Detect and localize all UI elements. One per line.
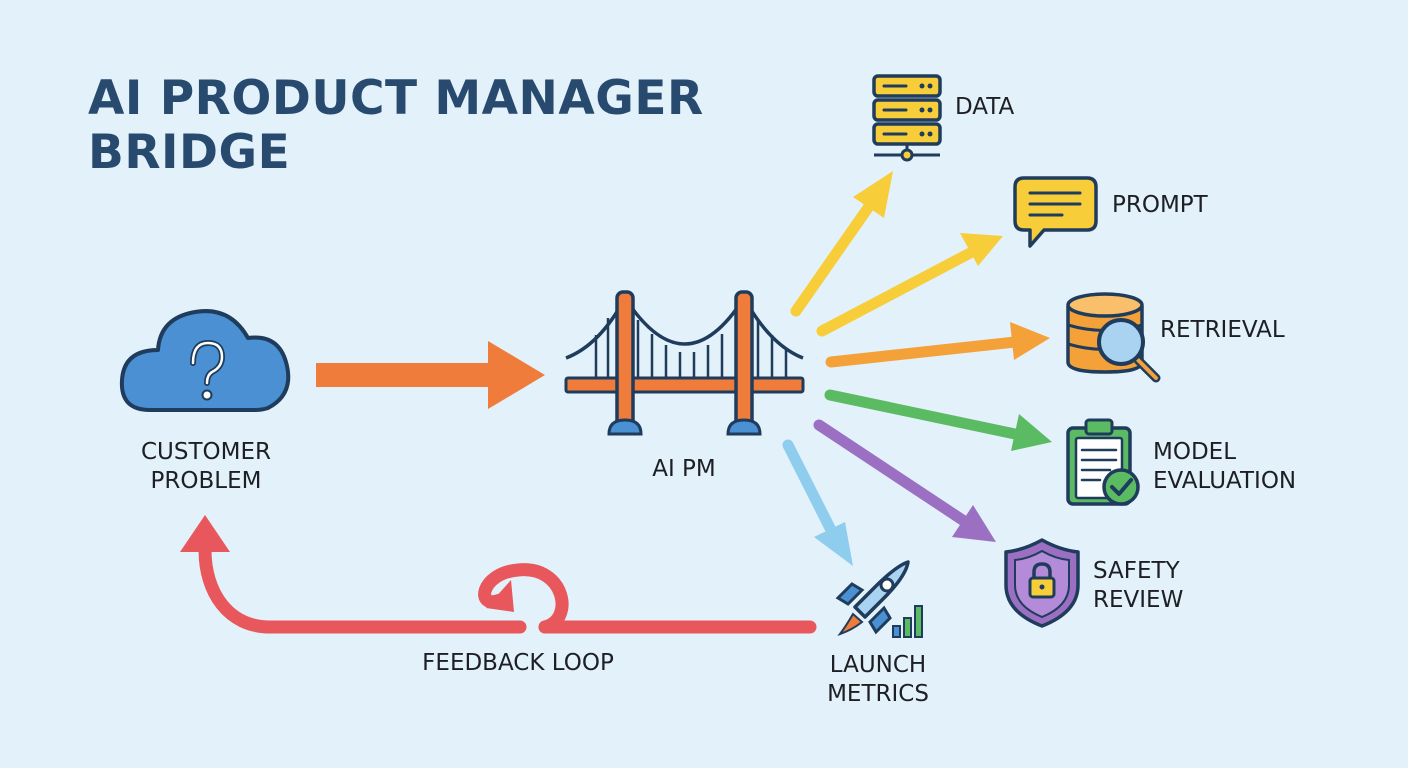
database-server-icon (872, 74, 942, 162)
title-line-2: BRIDGE (88, 125, 291, 180)
prompt-label: PROMPT (1112, 192, 1208, 218)
arrow-to-launch-metrics (782, 439, 853, 566)
arrow-to-retrieval (825, 322, 1050, 368)
arrow-to-data (790, 171, 893, 317)
clipboard-check-icon (1066, 418, 1140, 506)
safety-review-label: SAFETY REVIEW (1093, 558, 1184, 613)
arrow-to-safety-review (813, 419, 996, 542)
arrow-to-prompt (816, 233, 1003, 337)
arrow-problem-to-ai-pm (316, 341, 545, 409)
arrow-to-model-evaluation (824, 389, 1052, 451)
feedback-loop-label: FEEDBACK LOOP (422, 650, 614, 676)
model-evaluation-label: MODEL EVALUATION (1153, 439, 1297, 494)
feedback-arrowhead-up (180, 515, 230, 552)
feedback-loop-arrow (198, 543, 817, 634)
chat-bubble-icon (1013, 176, 1098, 248)
data-label: DATA (955, 94, 1015, 120)
cloud-question-icon (119, 309, 291, 412)
ai-pm-label: AI PM (652, 456, 716, 482)
rocket-chart-icon (835, 560, 923, 638)
customer-problem-label: CUSTOMER PROBLEM (140, 439, 272, 494)
launch-metrics-label: LAUNCH METRICS (827, 652, 929, 707)
feedback-loop-arrowhead (486, 580, 514, 612)
database-search-icon (1066, 292, 1161, 383)
bridge-icon (564, 290, 805, 436)
retrieval-label: RETRIEVAL (1160, 317, 1285, 343)
title-line-1: AI PRODUCT MANAGER (88, 71, 704, 126)
shield-lock-icon (1004, 538, 1080, 628)
diagram-title: AI PRODUCT MANAGER BRIDGE (88, 72, 704, 180)
